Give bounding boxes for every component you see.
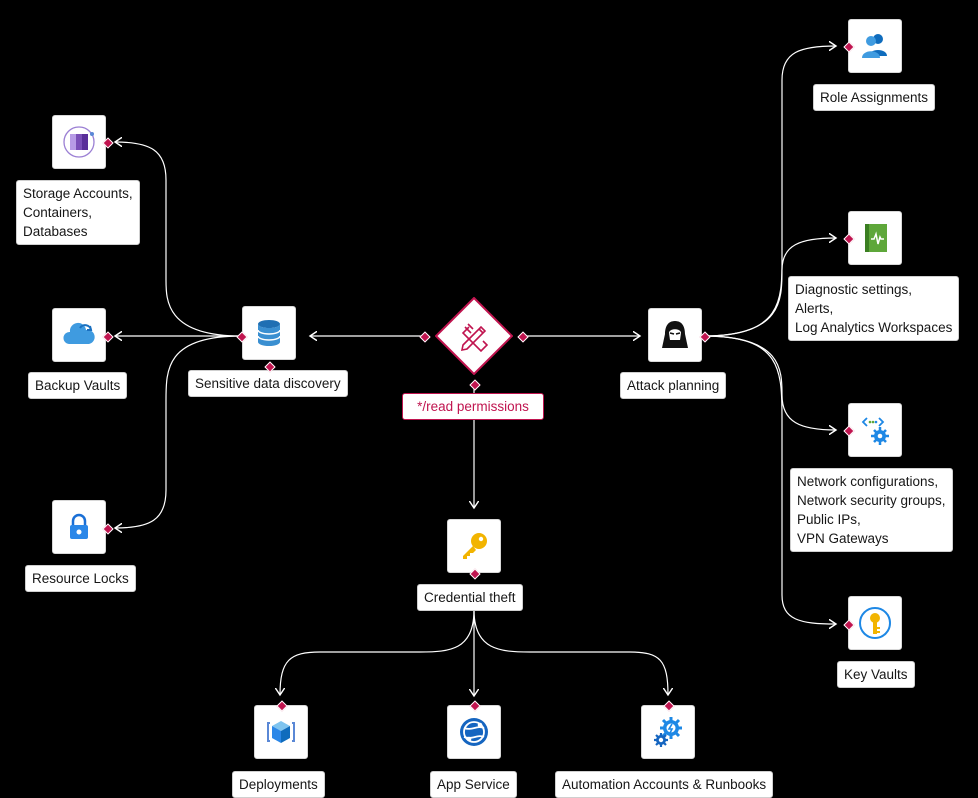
locks-label: Resource Locks bbox=[25, 565, 136, 592]
network-label: Network configurations, Network security… bbox=[790, 468, 953, 552]
deployment-cube-icon bbox=[267, 721, 295, 743]
network-tile[interactable] bbox=[848, 403, 902, 457]
edge-attack-diag bbox=[703, 238, 836, 337]
diag-line-1: Diagnostic settings, bbox=[795, 282, 913, 297]
network-line-1: Network configurations, bbox=[797, 474, 939, 489]
key-icon bbox=[463, 533, 487, 559]
deploy-tile[interactable] bbox=[254, 705, 308, 759]
network-line-4: VPN Gateways bbox=[797, 531, 889, 546]
network-line-3: Public IPs, bbox=[797, 512, 861, 527]
sensitive-label: Sensitive data discovery bbox=[188, 370, 348, 397]
storage-account-icon bbox=[63, 126, 95, 158]
keyvaults-tile[interactable] bbox=[848, 596, 902, 650]
storage-tile[interactable] bbox=[52, 115, 106, 169]
automation-label: Automation Accounts & Runbooks bbox=[555, 771, 774, 798]
sensitive-tile[interactable] bbox=[242, 306, 296, 360]
storage-line-1: Storage Accounts, bbox=[23, 186, 133, 201]
attack-label: Attack planning bbox=[620, 372, 727, 399]
deploy-label: Deployments bbox=[232, 771, 325, 798]
storage-line-3: Databases bbox=[23, 224, 88, 239]
edge-cred-automation bbox=[473, 609, 668, 695]
center-diamond bbox=[434, 296, 514, 376]
attack-tile[interactable] bbox=[648, 308, 702, 362]
diag-line-3: Log Analytics Workspaces bbox=[795, 320, 953, 335]
edge-attack-keyvaults bbox=[703, 335, 836, 624]
backup-label: Backup Vaults bbox=[28, 372, 128, 399]
keyvaults-label: Key Vaults bbox=[837, 661, 915, 688]
hacker-icon bbox=[662, 321, 688, 348]
diag-line-2: Alerts, bbox=[795, 301, 834, 316]
locks-tile[interactable] bbox=[52, 500, 106, 554]
app-service-globe-icon bbox=[460, 718, 488, 746]
role-label: Role Assignments bbox=[813, 84, 936, 111]
diagnostic-book-icon bbox=[865, 224, 887, 252]
key-vault-icon bbox=[859, 607, 891, 639]
database-icon bbox=[257, 320, 281, 346]
storage-line-2: Containers, bbox=[23, 205, 93, 220]
appsvc-label: App Service bbox=[430, 771, 517, 798]
edge-sensitive-storage bbox=[115, 142, 242, 337]
automation-tile[interactable] bbox=[641, 705, 695, 759]
pencil-ruler-icon bbox=[460, 323, 489, 353]
role-tile[interactable] bbox=[848, 19, 902, 73]
edge-sensitive-locks bbox=[115, 335, 242, 528]
appsvc-tile[interactable] bbox=[447, 705, 501, 759]
diag-tile[interactable] bbox=[848, 211, 902, 265]
users-icon bbox=[862, 34, 887, 58]
lock-icon bbox=[70, 513, 88, 539]
cred-label: Credential theft bbox=[417, 584, 523, 611]
edge-cred-deploy bbox=[280, 609, 475, 695]
center-node[interactable] bbox=[434, 296, 514, 376]
storage-label: Storage Accounts, Containers, Databases bbox=[16, 180, 140, 245]
automation-gear-icon bbox=[654, 717, 682, 747]
backup-cloud-icon bbox=[63, 322, 95, 344]
backup-tile[interactable] bbox=[52, 308, 106, 362]
diag-label: Diagnostic settings, Alerts, Log Analyti… bbox=[788, 276, 960, 341]
center-label: */read permissions bbox=[402, 393, 544, 420]
network-line-2: Network security groups, bbox=[797, 493, 946, 508]
network-gear-icon bbox=[861, 417, 889, 445]
cred-tile[interactable] bbox=[447, 519, 501, 573]
